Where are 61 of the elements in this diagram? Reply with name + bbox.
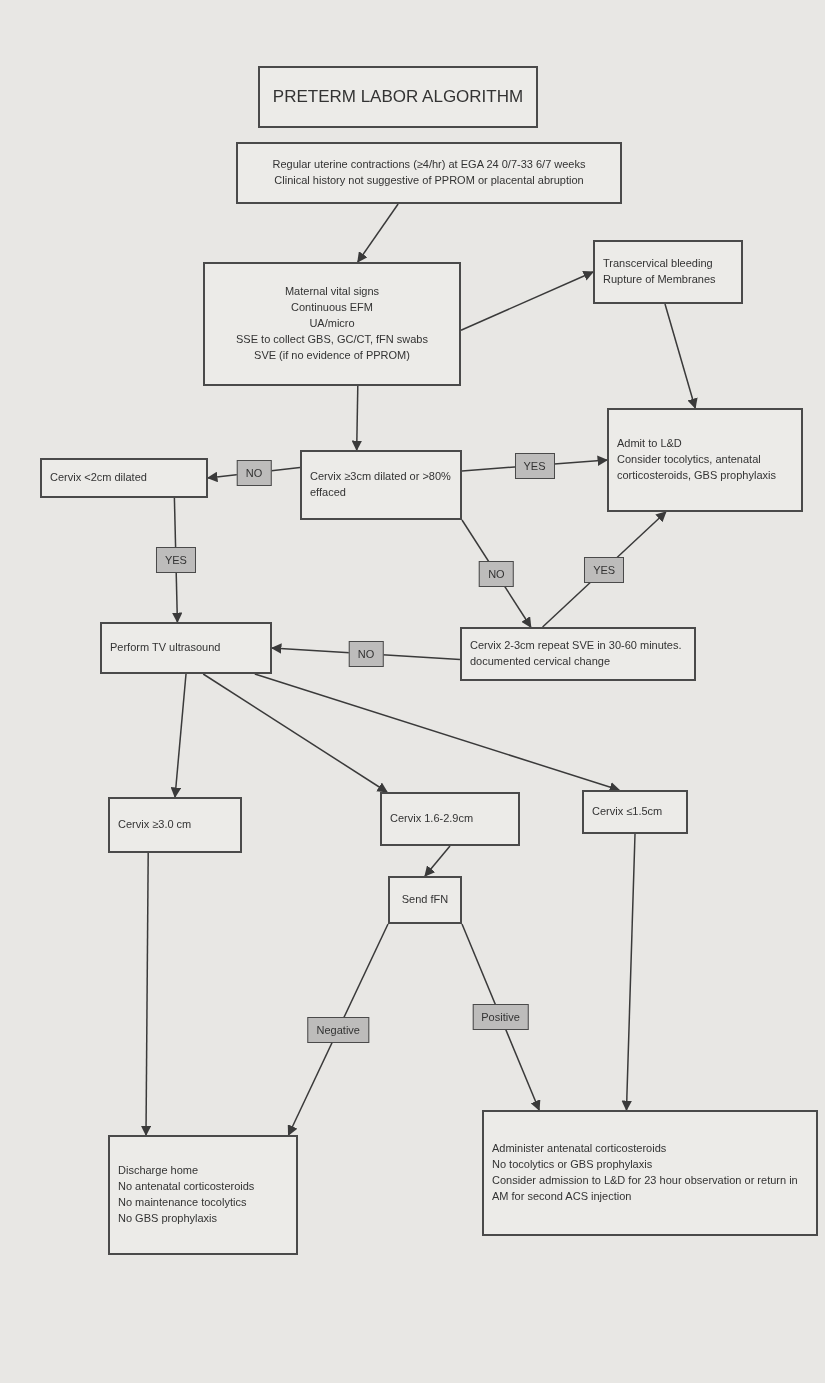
arrow	[357, 203, 399, 263]
process-box	[40, 458, 208, 498]
box-text: Transcervical bleeding	[603, 256, 714, 272]
edge-label: YES	[514, 452, 555, 479]
edge-label: YES	[584, 556, 625, 583]
arrow	[621, 833, 636, 1112]
process-box	[460, 627, 696, 681]
box-text: No GBS prophylaxis	[118, 1210, 219, 1226]
box-text: No antenatal corticosteroids	[118, 1179, 256, 1195]
title-text: PRETERM LABOR ALGORITHM	[271, 85, 525, 108]
process-box	[582, 790, 688, 834]
box-text: Cervix ≥3.0 cm	[118, 817, 193, 833]
process-box	[482, 1110, 818, 1236]
process-box	[300, 450, 462, 520]
box-text: Admit to L&D	[617, 436, 683, 452]
process-box	[388, 876, 462, 924]
box-text: Administer antenatal corticosteroids	[492, 1141, 668, 1157]
box-text: Perform TV ultrasound	[110, 640, 222, 656]
edge-label: NO	[479, 560, 514, 587]
process-box	[108, 1135, 298, 1255]
box-text: No maintenance tocolytics	[118, 1195, 248, 1210]
box-text: SVE (if no evidence of PPROM)	[253, 347, 411, 363]
process-box	[593, 240, 743, 304]
edge-label: Negative	[307, 1016, 369, 1043]
box-text: Cervix 2-3cm repeat SVE in 30-60 minutes. documented cervical change	[470, 638, 683, 669]
box-text: Continuous EFM	[290, 300, 374, 316]
box-text: Cervix ≥3cm dilated or >80% effaced	[310, 469, 452, 500]
box-text: Cervix 1.6-2.9cm	[390, 811, 475, 827]
arrow	[254, 673, 621, 793]
box-text: Consider admission to L&D for 23 hour observation or return in AM for second ACS injection	[492, 1173, 799, 1204]
box-text: Cervix ≤1.5cm	[592, 804, 664, 820]
box-text: No tocolytics or GBS prophylaxis	[492, 1157, 654, 1173]
box-text: Send fFN	[400, 892, 450, 908]
arrow	[287, 923, 389, 1136]
arrow	[351, 385, 363, 452]
box-text: UA/micro	[308, 316, 356, 332]
box-text: Clinical history not suggestive of PPROM or placental abruption	[273, 173, 585, 188]
title-box	[258, 66, 538, 128]
arrow	[664, 303, 698, 409]
edge-label: NO	[348, 640, 384, 667]
box-text: Consider tocolytics, antenatal corticosteroids, GBS prophylaxis	[617, 452, 777, 483]
arrow	[202, 673, 388, 793]
process-box	[100, 622, 272, 674]
process-box	[108, 797, 242, 853]
arrow	[140, 852, 152, 1137]
box-text: Rupture of Membranes	[603, 272, 717, 287]
process-box	[607, 408, 803, 512]
box-text: SSE to collect GBS, GC/CT, fFN swabs	[235, 331, 429, 347]
box-text: Cervix <2cm dilated	[50, 470, 148, 486]
arrow	[170, 673, 187, 799]
process-box	[203, 262, 461, 386]
process-box	[236, 142, 622, 204]
process-box	[380, 792, 520, 846]
arrow	[460, 271, 594, 331]
edge-label: YES	[155, 547, 196, 573]
box-text: Discharge home	[118, 1163, 200, 1179]
edge-label: Positive	[472, 1004, 529, 1030]
box-text: Maternal vital signs	[283, 284, 381, 300]
box-text: Regular uterine contractions (≥4/hr) at EGA 24 0/7-33 6/7 weeks	[271, 157, 587, 173]
edge-label: NO	[236, 459, 272, 486]
arrow	[424, 845, 451, 877]
